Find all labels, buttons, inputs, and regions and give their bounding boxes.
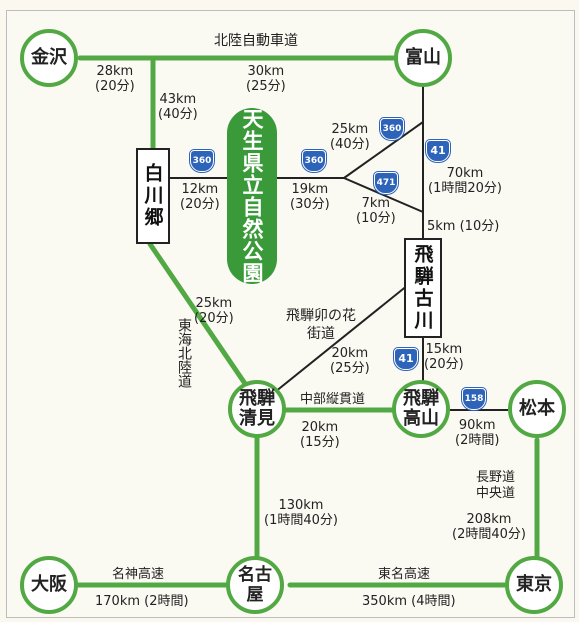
city-hida-furukawa[interactable]: 飛騨古川 xyxy=(404,238,442,338)
distance-kanazawa-split: 28km (20分) xyxy=(95,64,135,94)
city-osaka-label: 大阪 xyxy=(31,574,67,595)
city-matsumoto[interactable]: 松本 xyxy=(508,380,566,438)
road-name-nagano-chuo: 長野道 中央道 xyxy=(476,470,516,501)
city-tokyo[interactable]: 東京 xyxy=(505,556,563,614)
distance-toyama-furukawa-2: 5km (10分) xyxy=(427,219,500,234)
city-nagoya[interactable]: 名古屋 xyxy=(226,556,284,614)
city-kanazawa[interactable]: 金沢 xyxy=(20,29,78,87)
distance-split-shirakawago: 43km (40分) xyxy=(158,92,198,122)
city-nagoya-label: 名古屋 xyxy=(238,565,272,605)
road-junction-furukawa xyxy=(343,177,424,213)
road-name-hokuriku: 北陸自動車道 xyxy=(214,33,298,49)
distance-furukawa-takayama: 15km (20分) xyxy=(424,342,464,372)
city-osaka[interactable]: 大阪 xyxy=(20,556,78,614)
distance-kiyomi-furukawa: 20km (25分) xyxy=(330,346,370,376)
distance-park-junction: 19km (30分) xyxy=(290,182,330,212)
road-name-tokai-hokuriku-text: 東海北陸道 xyxy=(176,318,192,388)
route-360-shield-icon: 360 xyxy=(302,150,326,172)
road-name-chubu-jukan: 中部縦貫道 xyxy=(300,392,366,407)
expressway-shirakawago-kiyomi xyxy=(147,241,251,391)
route-41-shield-icon: 41 xyxy=(394,348,418,370)
distance-osaka-nagoya: 170km (2時間) xyxy=(95,594,189,609)
route-360-shield-icon: 360 xyxy=(190,150,214,172)
city-shirakawago[interactable]: 白川郷 xyxy=(136,148,170,244)
city-toyama-label: 富山 xyxy=(405,47,441,68)
road-name-tomei: 東名高速 xyxy=(378,567,431,582)
road-name-hida-unohana: 飛騨卯の花 街道 xyxy=(286,308,356,342)
distance-takayama-matsumoto: 90km (2時間) xyxy=(455,418,500,448)
park-label: 天生県立自然公園 xyxy=(240,108,264,284)
city-hida-takayama[interactable]: 飛騨 高山 xyxy=(392,380,450,438)
city-tokyo-label: 東京 xyxy=(516,574,552,595)
road-kiyomi-furukawa xyxy=(274,284,409,393)
city-hida-furukawa-label: 飛騨古川 xyxy=(411,244,434,332)
city-shirakawago-label: 白川郷 xyxy=(141,163,164,229)
distance-kiyomi-nagoya: 130km (1時間40分) xyxy=(264,498,338,528)
route-41-shield-icon: 41 xyxy=(426,140,450,162)
distance-split-toyama: 30km (25分) xyxy=(246,64,286,94)
distance-junction-furukawa: 7km (10分) xyxy=(356,196,396,226)
road-name-meishin: 名神高速 xyxy=(112,567,165,582)
city-hida-takayama-label: 飛騨 高山 xyxy=(403,388,439,429)
map-frame xyxy=(6,10,575,618)
city-matsumoto-label: 松本 xyxy=(519,398,555,419)
park-amou-prefectural[interactable]: 天生県立自然公園 xyxy=(227,108,277,284)
distance-kiyomi-takayama: 20km (15分) xyxy=(300,420,340,450)
route-471-shield-icon: 471 xyxy=(374,172,398,194)
distance-matsumoto-tokyo: 208km (2時間40分) xyxy=(452,512,526,542)
road-name-tokai-hokuriku: 東海北陸道 xyxy=(152,318,192,390)
route-360-shield-icon: 360 xyxy=(380,118,404,140)
route-158-shield-icon: 158 xyxy=(462,388,486,410)
city-toyama[interactable]: 富山 xyxy=(394,29,452,87)
distance-nagoya-tokyo: 350km (4時間) xyxy=(362,594,456,609)
city-kanazawa-label: 金沢 xyxy=(31,47,67,68)
road-junction-toyama xyxy=(343,121,424,179)
distance-toyama-furukawa: 70km (1時間20分) xyxy=(428,166,502,196)
city-hida-kiyomi-label: 飛騨 清見 xyxy=(239,388,275,429)
distance-shirakawago-park: 12km (20分) xyxy=(180,182,220,212)
distance-shirakawago-kiyomi: 25km (20分) xyxy=(194,296,234,326)
city-hida-kiyomi[interactable]: 飛騨 清見 xyxy=(228,380,286,438)
distance-junction-toyama: 25km (40分) xyxy=(330,122,370,152)
